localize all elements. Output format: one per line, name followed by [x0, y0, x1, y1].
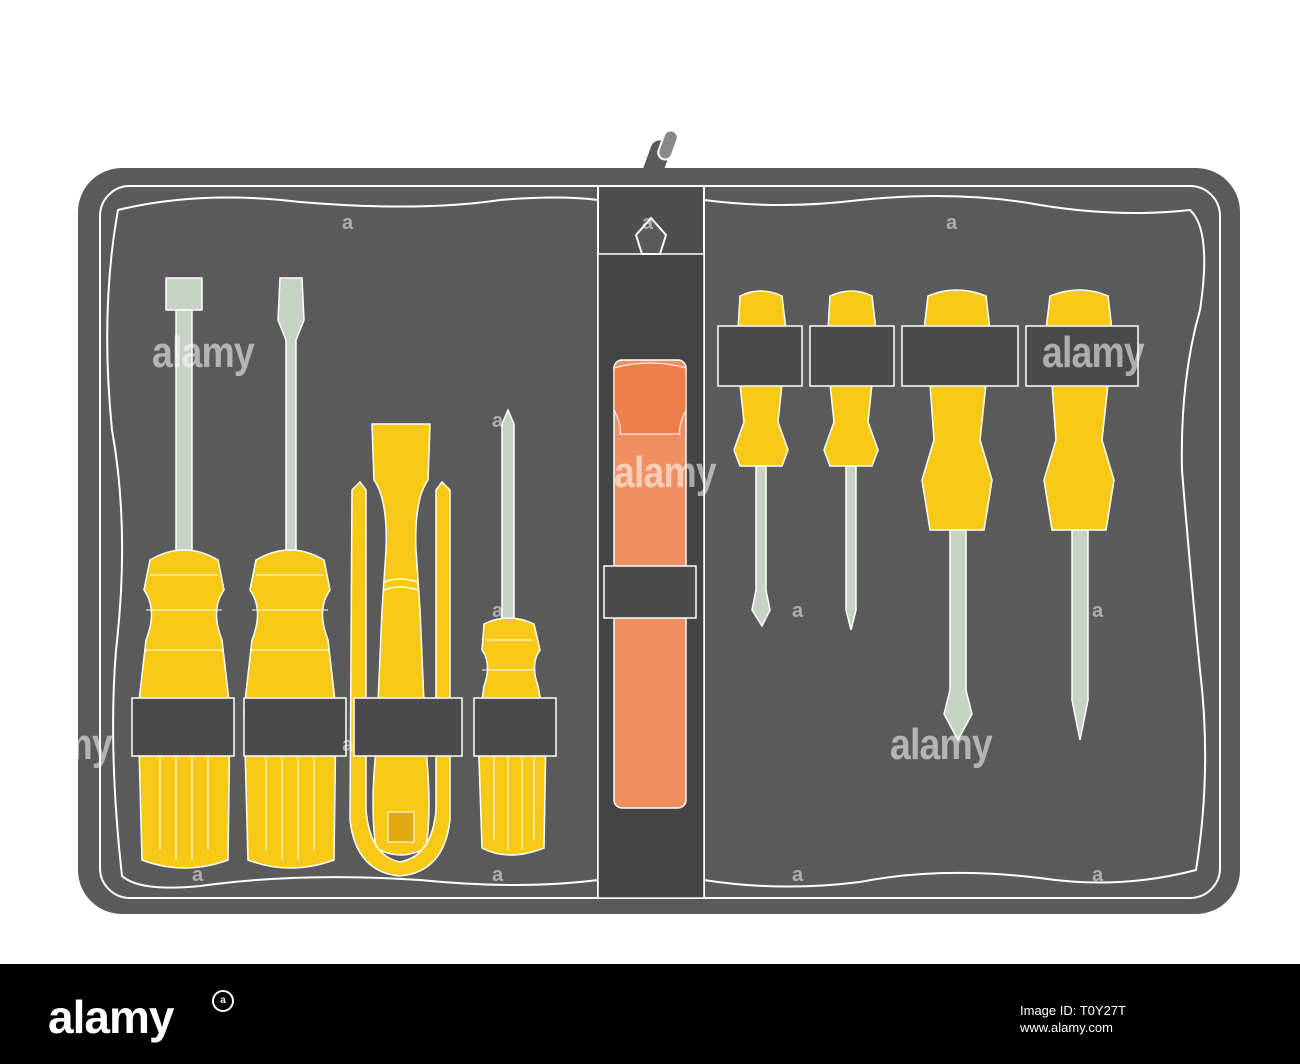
- watermark-letter: a: [642, 212, 654, 234]
- watermark-letter: a: [792, 600, 804, 622]
- screwdriver-phillips-precision[interactable]: [823, 290, 879, 631]
- watermark-letter: a: [192, 864, 204, 886]
- watermark-letter: a: [1092, 864, 1104, 886]
- watermark-letter: a: [946, 212, 958, 234]
- registered-mark-icon: a: [212, 990, 234, 1012]
- footer-caption: Image ID: T0Y27T www.alamy.com: [1020, 1002, 1240, 1036]
- watermark-letter: a: [342, 734, 354, 756]
- watermark-text: alamy: [614, 448, 717, 497]
- screwdriver-slotted-medium[interactable]: [921, 289, 993, 742]
- footer-logo[interactable]: alamy: [48, 991, 174, 1043]
- watermark-text: alamy: [890, 720, 993, 769]
- left-elastic-straps: [131, 697, 557, 757]
- watermark-letter: a: [792, 864, 804, 886]
- stock-footer-bar: alamy a Image ID: T0Y27T www.alamy.com: [0, 964, 1300, 1064]
- footer-url-link[interactable]: www.alamy.com: [1020, 1020, 1113, 1035]
- watermark-text: alamy: [10, 720, 113, 769]
- lining-left: [106, 196, 599, 889]
- right-elastic-straps: [717, 325, 1139, 387]
- screwdriver-phillips-medium[interactable]: [1043, 289, 1115, 741]
- lining-right: [703, 195, 1207, 888]
- watermark-letter: a: [342, 212, 354, 234]
- watermark-letter: a: [492, 864, 504, 886]
- watermark-text: alamy: [1042, 328, 1145, 377]
- watermark-letter: a: [492, 600, 504, 622]
- image-id-text: Image ID: T0Y27T: [1020, 1003, 1126, 1018]
- voltage-tester-pen[interactable]: [603, 359, 697, 809]
- screwdriver-slotted-precision[interactable]: [733, 290, 789, 628]
- watermark-letter: a: [1092, 600, 1104, 622]
- zipper-slider[interactable]: [634, 216, 668, 255]
- watermark-letter: a: [1244, 212, 1256, 234]
- watermark-letter: a: [492, 410, 504, 432]
- watermark-text: alamy: [152, 328, 255, 377]
